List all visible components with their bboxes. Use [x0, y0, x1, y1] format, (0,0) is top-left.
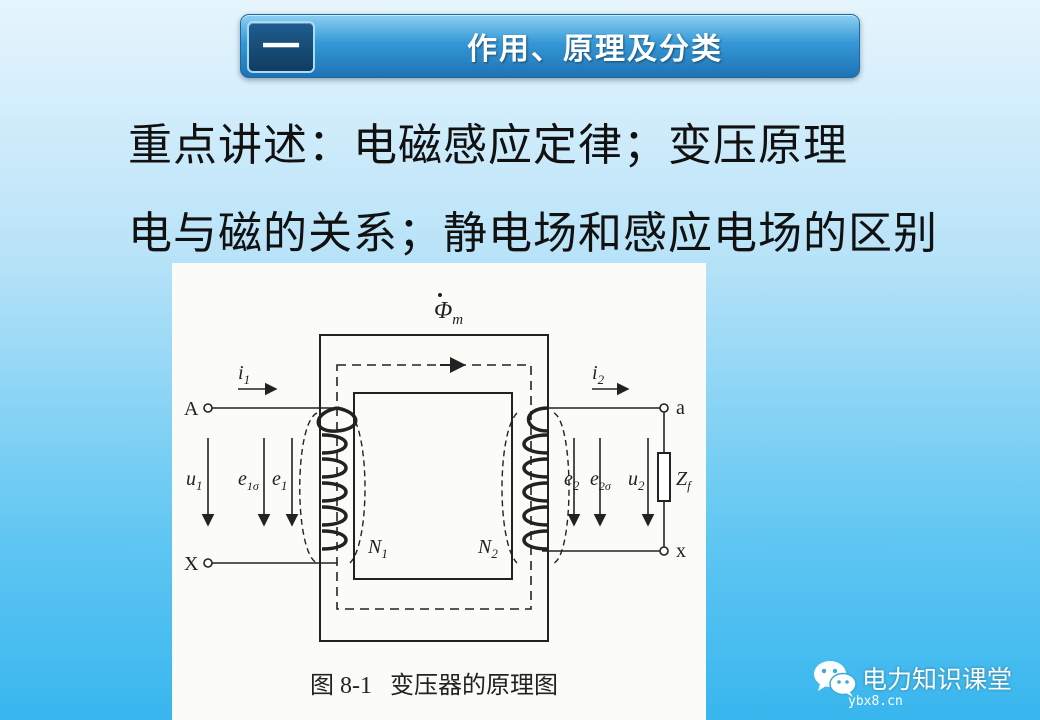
transformer-diagram: Φm A X i1 u1 e1σ e1 N1: [172, 263, 706, 720]
label-e2: e2: [564, 468, 580, 493]
wechat-icon: [814, 661, 857, 697]
flux-label: Φm: [434, 298, 463, 328]
watermark-site: ybx8.cn: [848, 694, 903, 709]
label-A: A: [184, 398, 199, 420]
label-a: a: [676, 397, 685, 419]
label-X: X: [184, 553, 199, 575]
watermark: 电力知识课堂: [812, 658, 1012, 698]
section-title: 作用、原理及分类: [467, 32, 723, 67]
label-Zf: Zf: [676, 468, 693, 493]
key-points-line-2: 电与磁的关系；静电场和感应电场的区别: [128, 208, 938, 259]
core-outer: [319, 334, 549, 642]
label-u1: u1: [186, 468, 203, 493]
label-e1sigma: e1σ: [238, 468, 260, 493]
terminal-a: [659, 403, 669, 413]
label-e1: e1: [272, 468, 287, 493]
section-number: 一: [247, 21, 315, 73]
core-window: [353, 392, 513, 580]
terminal-x: [659, 546, 669, 556]
section-title-bar: 一 作用、原理及分类: [240, 14, 860, 78]
terminal-X: [203, 558, 213, 568]
watermark-name: 电力知识课堂: [862, 665, 1013, 694]
terminal-A: [203, 403, 213, 413]
label-i2: i2: [592, 362, 605, 387]
label-e2sigma: e2σ: [590, 468, 612, 493]
label-x: x: [676, 540, 686, 562]
label-u2: u2: [628, 468, 645, 493]
flux-path: [336, 364, 532, 610]
figure-caption: 图 8-1 变压器的原理图: [310, 672, 558, 699]
key-points-line-1: 重点讲述：电磁感应定律；变压原理: [128, 120, 848, 171]
primary-coil: [316, 406, 358, 551]
label-i1: i1: [238, 362, 250, 387]
label-N1: N1: [367, 536, 388, 561]
load-impedance: [657, 452, 671, 502]
secondary-coil: [522, 406, 549, 551]
label-N2: N2: [477, 536, 498, 561]
